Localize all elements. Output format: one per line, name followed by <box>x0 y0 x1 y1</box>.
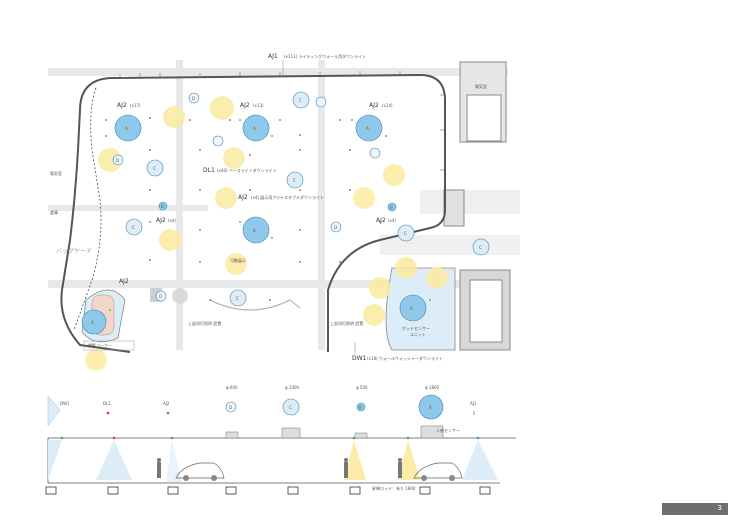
section-elevation: 人感センサー 昇降ロッド：有り 1800 <box>47 425 516 491</box>
svg-text:A: A <box>366 126 369 131</box>
upper-label-b: 上部消灯照明 設置 <box>330 320 363 326</box>
legend-b: B <box>359 405 362 410</box>
dw1-legend-icon <box>47 395 61 427</box>
aj2-label-c: AJ2 <box>369 102 379 109</box>
downlight-glows <box>85 96 448 371</box>
svg-text:D: D <box>116 158 119 163</box>
legend-aj2: AJ2 <box>163 401 170 406</box>
legend-a-size: φ 1800 <box>425 385 440 390</box>
mid-label: 可動展示 <box>230 257 246 263</box>
aj2-note-b: (x13) <box>253 103 264 108</box>
page-number-bar: 3 <box>662 503 728 515</box>
svg-text:A: A <box>253 228 256 233</box>
svg-text:C: C <box>153 166 156 171</box>
aj2-note-e: (x4) <box>388 218 396 223</box>
svg-text:A: A <box>410 306 413 311</box>
right-rooms <box>443 61 511 351</box>
car-left <box>175 462 225 479</box>
fixture-a-letters: A A A A A A <box>91 126 413 325</box>
fixture-b-letters: B B <box>161 204 393 210</box>
aj2-main-label: AJ2 <box>238 194 248 201</box>
aj2-label-e: AJ2 <box>376 217 386 224</box>
side-left-b: 倉庫 <box>50 209 58 215</box>
fixture-a-circles <box>81 114 427 335</box>
svg-text:A: A <box>91 320 94 325</box>
b-legend-icon <box>356 402 366 412</box>
dl1-note: (x40) ベースライトダウンライト <box>217 167 277 173</box>
legend-c: C <box>289 405 292 410</box>
left-dashed-wall <box>73 87 102 331</box>
sensor-label-b: ユニット <box>410 332 426 337</box>
aj1-label: AJ1 <box>268 53 278 60</box>
aj2-main-note: (x4) 展示用アジャスタブルダウンライト <box>251 194 324 200</box>
svg-text:C: C <box>236 296 239 301</box>
stop-corner-label: 撮影コーナー <box>88 342 112 348</box>
svg-text:C: C <box>299 98 302 103</box>
section-bottom-label: 昇降ロッド：有り 1800 <box>372 485 416 491</box>
legend-d-size: φ 600 <box>226 385 238 390</box>
sensor-section-label: 人感センサー <box>436 427 460 433</box>
upper-label-a: 上部消灯照明 設置 <box>188 320 221 326</box>
fixture-c-circles <box>125 91 490 307</box>
svg-text:B: B <box>390 205 393 210</box>
dl1-dots <box>149 117 351 301</box>
fixture-d-circles <box>112 92 381 302</box>
legend-c-size: φ 1400 <box>285 385 300 390</box>
svg-text:C: C <box>479 245 482 250</box>
fixture-d-letters: D D D D <box>116 96 337 299</box>
aj2-label-d: AJ2 <box>156 217 166 224</box>
dl1-label: DL1 <box>203 167 215 174</box>
svg-text:C: C <box>404 231 407 236</box>
car-right <box>413 462 463 479</box>
bag-yard-label: バッグヤード <box>56 247 92 255</box>
aj1-note: (x111) ライティングウォール用ダウンライト <box>284 53 366 59</box>
aj2-label-a: AJ2 <box>117 102 127 109</box>
aj2-note-a: (x17) <box>130 103 141 108</box>
left-wall <box>60 77 131 353</box>
svg-text:D: D <box>192 96 195 101</box>
person-figure <box>157 462 161 478</box>
svg-text:D: D <box>334 225 337 230</box>
aj2-note-c: (x14) <box>382 103 393 108</box>
svg-text:D: D <box>159 294 162 299</box>
aj2-legend-icon <box>166 411 170 415</box>
aj1-ticks <box>119 71 444 171</box>
svg-text:C: C <box>293 178 296 183</box>
dl1-legend-icon <box>106 411 110 415</box>
dw1-label: DW1 <box>352 355 367 362</box>
page-number: 3 <box>717 504 722 512</box>
aj2-label-f: AJ2 <box>119 278 129 285</box>
dw1-note: (x18) ウォールウォッシャーダウンライト <box>367 355 443 361</box>
legend-aj1: AJ1 <box>470 401 477 406</box>
svg-text:A: A <box>125 126 128 131</box>
aj2-label-b: AJ2 <box>240 102 250 109</box>
aj2-note-d: (x4) <box>168 218 176 223</box>
a-legend-icon <box>418 394 444 420</box>
fixture-c-letters: C C C C C C C <box>132 98 482 301</box>
legend-dw1: DW1 <box>60 401 70 406</box>
legend-b-size: φ 500 <box>356 385 368 390</box>
legend-dl1: DL1 <box>103 401 111 406</box>
svg-text:B: B <box>161 204 164 209</box>
lower-floor-edge <box>209 299 301 311</box>
svg-text:A: A <box>253 126 256 131</box>
legend-row: DW1 DL1 AJ2 φ 600 D φ 1400 C φ 500 B φ 1… <box>47 385 477 427</box>
d-legend-icon <box>225 401 237 413</box>
right-room-label: 電気室 <box>475 83 487 89</box>
c-legend-icon <box>282 398 300 416</box>
svg-text:C: C <box>132 225 135 230</box>
aj2-dots <box>105 119 431 311</box>
side-left-a: 電気室 <box>50 170 62 176</box>
outer-wall <box>109 73 446 352</box>
axis-markers <box>45 486 491 495</box>
column-round <box>172 288 188 304</box>
legend-d: D <box>229 405 232 410</box>
sensor-label: ポッドセンサー <box>402 325 430 331</box>
fixture-b-circles <box>158 201 397 212</box>
legend-a: A <box>429 405 432 410</box>
